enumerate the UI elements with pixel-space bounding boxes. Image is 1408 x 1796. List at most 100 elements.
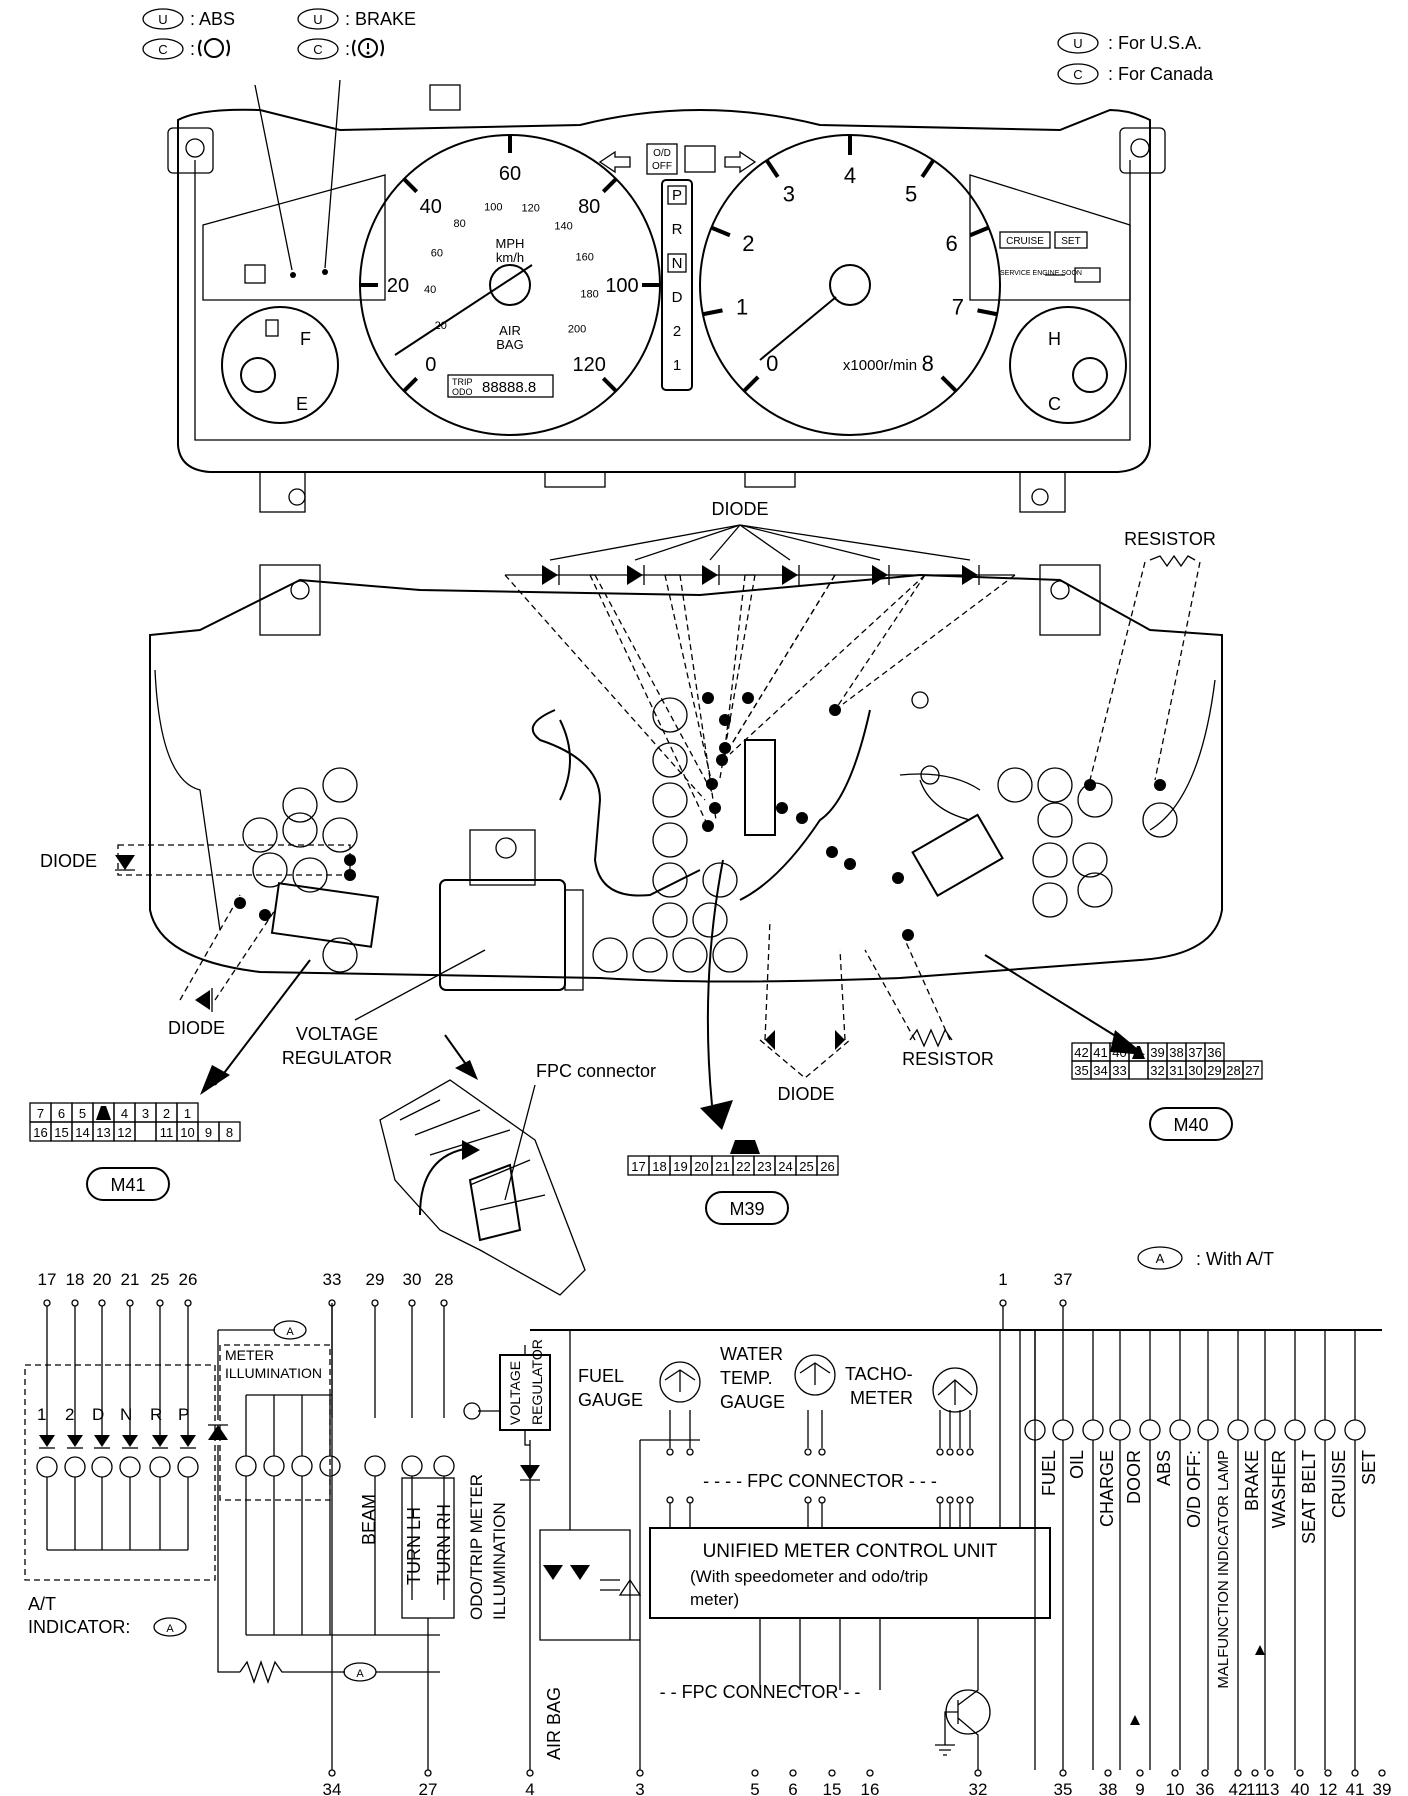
tacho-label: 6 xyxy=(946,231,958,256)
indicator-bulb-icon xyxy=(401,1455,423,1477)
pin-number: 19 xyxy=(673,1159,687,1174)
pin-number: 21 xyxy=(715,1159,729,1174)
tacho-tick xyxy=(977,308,998,317)
svg-text:U: U xyxy=(313,12,322,27)
svg-text:DIODE: DIODE xyxy=(711,499,768,519)
warning-lamp-label: OIL xyxy=(1067,1450,1087,1479)
bottom-pin-label: 27 xyxy=(419,1780,438,1796)
fuel-pump-icon xyxy=(265,319,279,337)
pin-number: 17 xyxy=(631,1159,645,1174)
svg-text:METER: METER xyxy=(850,1388,913,1408)
bottom-pin-label: 32 xyxy=(969,1780,988,1796)
svg-text:M39: M39 xyxy=(729,1199,764,1219)
bottom-diodes xyxy=(759,919,953,1079)
svg-text:: BRAKE: : BRAKE xyxy=(345,9,416,29)
svg-text:A: A xyxy=(356,1668,364,1680)
top-pin-label: 18 xyxy=(66,1270,85,1289)
pin-number: 38 xyxy=(1169,1045,1183,1060)
pin-number: 12 xyxy=(117,1125,131,1140)
lamp-socket xyxy=(252,852,288,888)
cluster-rear-view xyxy=(115,524,1223,1130)
svg-text:RESISTOR: RESISTOR xyxy=(902,1049,994,1069)
svg-text:ILLUMINATION: ILLUMINATION xyxy=(490,1502,509,1620)
legend-country: U : For U.S.A. C : For Canada xyxy=(1057,32,1214,85)
tacho-needle xyxy=(759,296,837,361)
legend-abs: U : ABS C : xyxy=(142,8,235,60)
at-diode xyxy=(39,1435,55,1447)
m41-label: M41 xyxy=(86,1167,170,1201)
svg-text:A: A xyxy=(166,1623,174,1635)
warning-bulb-icon xyxy=(1254,1419,1276,1441)
pin-number: 10 xyxy=(180,1125,194,1140)
abs-lamp-icon xyxy=(198,38,230,58)
high-beam-icon xyxy=(684,145,716,173)
svg-text:BAG: BAG xyxy=(496,337,523,352)
bottom-pin-label: 41 xyxy=(1346,1780,1365,1796)
lamp-socket xyxy=(322,767,358,803)
gear-P: P xyxy=(672,187,682,204)
speedo-label: 20 xyxy=(387,275,409,297)
svg-text:ILLUMINATION: ILLUMINATION xyxy=(225,1365,322,1381)
warning-bulb-icon xyxy=(1082,1419,1104,1441)
kmh-label: 40 xyxy=(424,284,436,296)
pin-number: 11 xyxy=(160,1125,174,1140)
top-pin-label: 30 xyxy=(403,1270,422,1289)
svg-text:SERVICE ENGINE SOON: SERVICE ENGINE SOON xyxy=(1000,270,1082,277)
speedo-tick xyxy=(402,177,419,194)
gear-box xyxy=(667,185,687,205)
solder-point xyxy=(892,872,904,884)
svg-text::: : xyxy=(190,39,195,59)
bottom-pin-label: 42 xyxy=(1229,1780,1248,1796)
svg-text:METER: METER xyxy=(225,1347,274,1363)
at-diode xyxy=(152,1435,168,1447)
tacho-tick xyxy=(702,308,723,317)
at-diode xyxy=(67,1435,83,1447)
fpc-connector-inset xyxy=(379,1079,586,1296)
pin-number: 30 xyxy=(1188,1063,1202,1078)
temp-gauge-symbol xyxy=(794,1354,836,1396)
lamp-socket xyxy=(1077,872,1113,908)
kmh-label: 160 xyxy=(576,251,594,263)
pin-number: 6 xyxy=(58,1106,65,1121)
svg-text:TEMP.: TEMP. xyxy=(720,1368,773,1388)
lamp-socket xyxy=(997,767,1033,803)
unified-meter-control-unit xyxy=(649,1527,1051,1619)
solder-point xyxy=(742,692,754,704)
warning-lamp-label: DOOR xyxy=(1124,1450,1144,1504)
pin-number: 28 xyxy=(1226,1063,1240,1078)
bottom-pin-label: 15 xyxy=(823,1780,842,1796)
top-pin-label: 26 xyxy=(179,1270,198,1289)
lamp-socket xyxy=(712,937,748,973)
pin-number: 16 xyxy=(33,1125,47,1140)
tacho-label: 4 xyxy=(844,163,856,188)
solder-point xyxy=(709,802,721,814)
top-pin-label: 1 xyxy=(998,1270,1007,1289)
svg-text:DIODE: DIODE xyxy=(40,851,97,871)
at-bulb-icon xyxy=(91,1456,113,1478)
svg-text:DIODE: DIODE xyxy=(777,1084,834,1104)
pin-number: 15 xyxy=(54,1125,68,1140)
odometer-display xyxy=(447,374,554,398)
indicator-bulb-icon xyxy=(364,1455,386,1477)
speedo-label: 60 xyxy=(499,163,521,185)
tacho-label: 7 xyxy=(952,294,964,319)
at-diode xyxy=(122,1435,138,1447)
at-lamp-label: 1 xyxy=(37,1405,46,1424)
at-bulb-icon xyxy=(149,1456,171,1478)
top-pin-label: 25 xyxy=(151,1270,170,1289)
brake-lamp-icon xyxy=(352,38,384,58)
connector-cell xyxy=(1242,1060,1263,1080)
speedo-tick xyxy=(402,376,419,393)
pin-number: 14 xyxy=(75,1125,89,1140)
bottom-left-diode xyxy=(179,894,276,1012)
lamp-socket xyxy=(652,742,688,778)
pin-number: 31 xyxy=(1169,1063,1183,1078)
fuel-warning-icon xyxy=(244,264,266,284)
tacho-tick xyxy=(969,225,990,238)
gear-box xyxy=(667,253,687,273)
svg-text:WATER: WATER xyxy=(720,1344,783,1364)
tacho-label: 1 xyxy=(736,294,748,319)
pin-number: 1 xyxy=(184,1106,191,1121)
